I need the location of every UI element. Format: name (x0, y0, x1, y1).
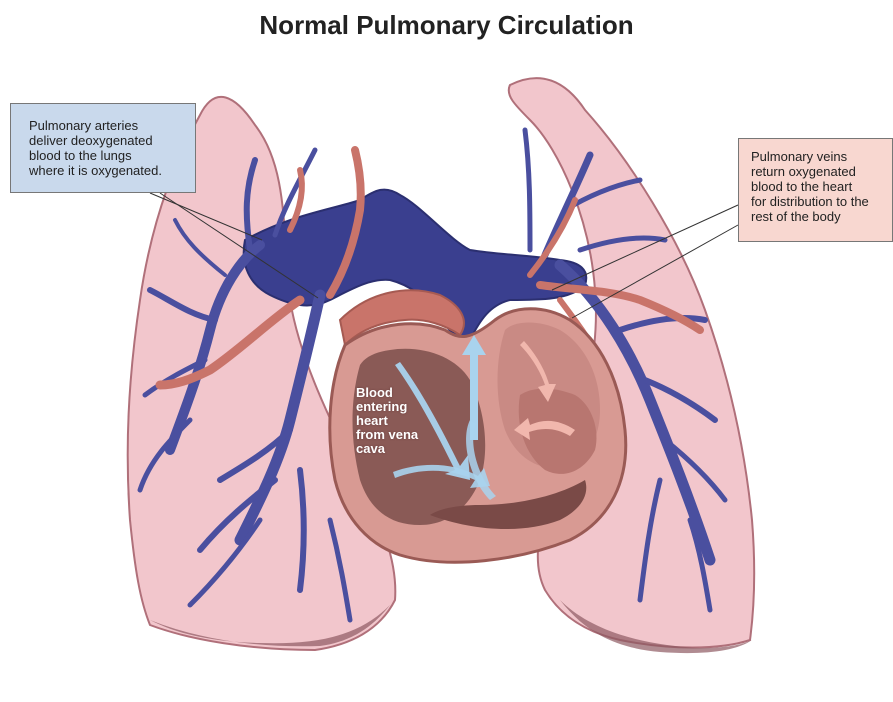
label-line: entering (356, 400, 418, 414)
callout-line: deliver deoxygenated (29, 133, 185, 148)
callout-line: where it is oxygenated. (29, 163, 185, 178)
callout-line: Pulmonary veins (751, 149, 882, 164)
callout-line: blood to the heart (751, 179, 882, 194)
pulmonary-veins-callout: Pulmonary veins return oxygenated blood … (738, 138, 893, 242)
callout-line: return oxygenated (751, 164, 882, 179)
pulmonary-arteries-callout: Pulmonary arteries deliver deoxygenated … (10, 103, 196, 193)
callout-line: Pulmonary arteries (29, 118, 185, 133)
label-line: heart (356, 414, 418, 428)
callout-line: rest of the body (751, 209, 882, 224)
callout-line: for distribution to the (751, 194, 882, 209)
label-line: Blood (356, 386, 418, 400)
label-line: cava (356, 442, 418, 456)
vena-cava-label: Blood entering heart from vena cava (356, 386, 418, 456)
label-line: from vena (356, 428, 418, 442)
callout-line: blood to the lungs (29, 148, 185, 163)
